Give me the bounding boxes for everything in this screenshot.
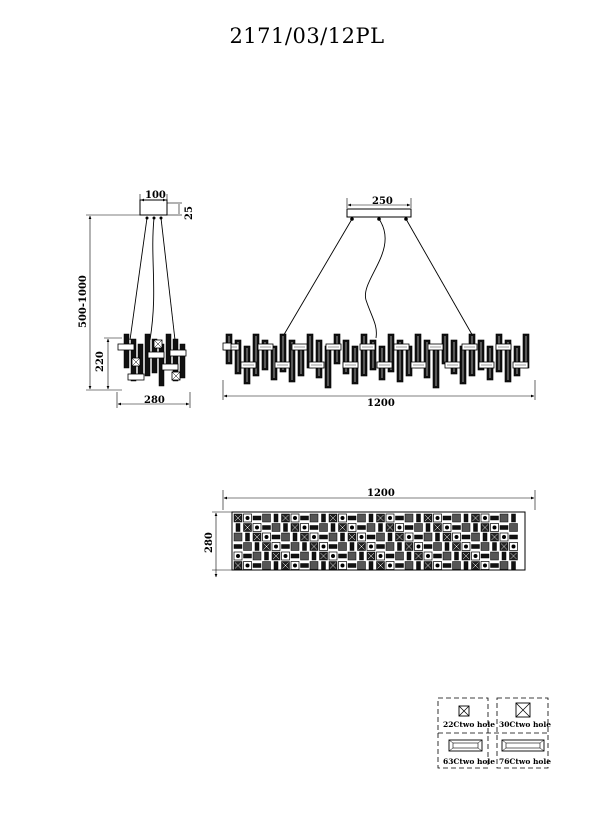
drop-label: 500-1000: [78, 275, 89, 328]
top-view: 1200 280: [204, 488, 536, 578]
top-length-label: 1200: [367, 488, 395, 499]
front-canopy-width-label: 250: [372, 196, 393, 207]
legend-label-3: 63Ctwo hole: [443, 757, 495, 766]
side-depth-label: 280: [144, 395, 165, 406]
side-view: 100 25 500-1000 220 280: [78, 190, 195, 408]
legend-label-4: 76Ctwo hole: [499, 757, 551, 766]
legend-label-2: 30Ctwo hole: [499, 720, 551, 729]
short-bar-crystal-icon: [448, 739, 483, 752]
drawing-title: 2171/03/12PL: [229, 24, 385, 48]
front-length-label: 1200: [367, 398, 395, 409]
large-square-crystal-icon: [515, 702, 531, 718]
small-square-crystal-icon: [458, 705, 470, 717]
front-canopy: [346, 208, 412, 218]
body-height-label: 220: [95, 351, 106, 372]
legend-label-1: 22Ctwo hole: [443, 720, 495, 729]
top-crystal-pattern: [233, 513, 518, 570]
top-width-label: 280: [204, 532, 215, 553]
front-view: 250 1200: [222, 196, 536, 409]
side-canopy-height-label: 25: [184, 206, 195, 220]
top-outline: [231, 511, 526, 571]
side-canopy: [139, 199, 168, 216]
crystal-legend: 22Ctwo hole 30Ctwo hole 63Ctwo hole 76Ct…: [437, 697, 551, 769]
side-canopy-width-label: 100: [145, 190, 166, 201]
side-crystal-body: [117, 333, 187, 387]
long-bar-crystal-icon: [501, 739, 545, 752]
front-crystal-body: [222, 333, 530, 389]
